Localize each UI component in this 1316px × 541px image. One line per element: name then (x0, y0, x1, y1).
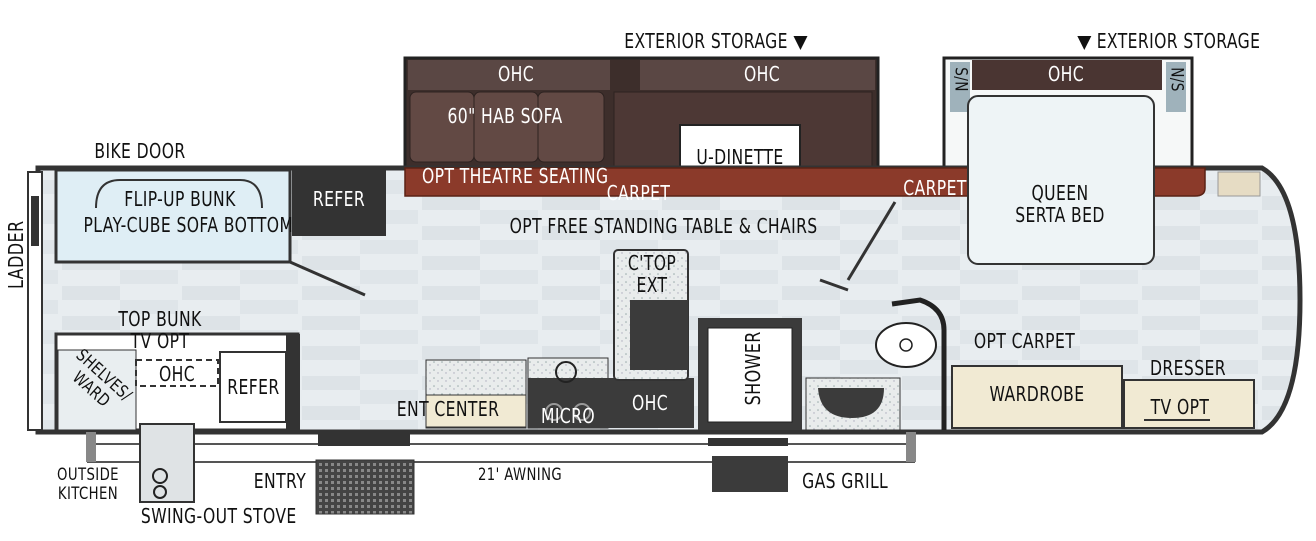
down-arrow-icon (793, 35, 808, 50)
label-play-cube: PLAY-CUBE SOFA BOTTOM (83, 213, 294, 237)
label-ctop-ext: C'TOP EXT (627, 251, 677, 297)
label-swing-out-stove: SWING-OUT STOVE (140, 504, 297, 528)
label-u-dinette: U-DINETTE (696, 145, 784, 169)
label-ohc-sofa: OHC (497, 62, 535, 86)
label-hab-sofa: 60" HAB SOFA (447, 104, 563, 128)
label-top-bunk: TOP BUNK TV OPT (118, 307, 202, 353)
label-wardrobe: WARDROBE (989, 382, 1085, 406)
label-entry: ENTRY (253, 469, 307, 493)
label-bike-door: BIKE DOOR (94, 139, 186, 163)
label-ladder: LADDER (4, 220, 28, 290)
down-arrow-icon (1077, 35, 1092, 50)
label-carpet-2: CARPET (903, 176, 967, 200)
label-awning: 21' AWNING (477, 465, 563, 485)
label-dresser: DRESSER (1150, 356, 1226, 380)
entry-steps (315, 459, 415, 515)
queen-bed (967, 95, 1155, 265)
label-refer-top: REFER (312, 187, 366, 211)
label-exterior-storage-2: EXTERIOR STORAGE (1077, 30, 1260, 52)
awning (87, 443, 915, 463)
gas-grill (712, 456, 788, 492)
label-opt-theatre-seating: OPT THEATRE SEATING (421, 164, 609, 188)
label-ent-center: ENT CENTER (396, 397, 500, 421)
label-tv-opt: TV OPT (1150, 395, 1210, 419)
label-ohc-kitchen: OHC (631, 391, 669, 415)
flip-up-bunk (54, 168, 292, 264)
wardrobe (951, 365, 1123, 429)
label-ohc-dinette: OHC (743, 62, 781, 86)
label-queen-bed: QUEEN SERTA BED (1015, 181, 1105, 227)
label-opt-table: OPT FREE STANDING TABLE & CHAIRS (509, 214, 818, 238)
label-flip-up-bunk: FLIP-UP BUNK (124, 187, 236, 211)
label-ohc-bed: OHC (1047, 62, 1085, 86)
label-refer-bunk: REFER (227, 375, 280, 399)
label-opt-carpet: OPT CARPET (973, 329, 1076, 353)
label-gas-grill: GAS GRILL (802, 469, 889, 493)
label-carpet-1: CARPET (606, 181, 671, 205)
label-sn: S/N (950, 67, 971, 92)
swing-out-stove (139, 423, 195, 503)
label-outside-kitchen: OUTSIDE KITCHEN (57, 465, 119, 504)
label-shower: SHOWER (741, 331, 765, 406)
label-ohc-bunk: OHC (158, 362, 196, 386)
label-micro: MICRO (540, 404, 596, 428)
label-exterior-storage-1: EXTERIOR STORAGE (624, 30, 808, 52)
label-ns: N/S (1166, 67, 1187, 92)
refer-top (292, 170, 386, 236)
